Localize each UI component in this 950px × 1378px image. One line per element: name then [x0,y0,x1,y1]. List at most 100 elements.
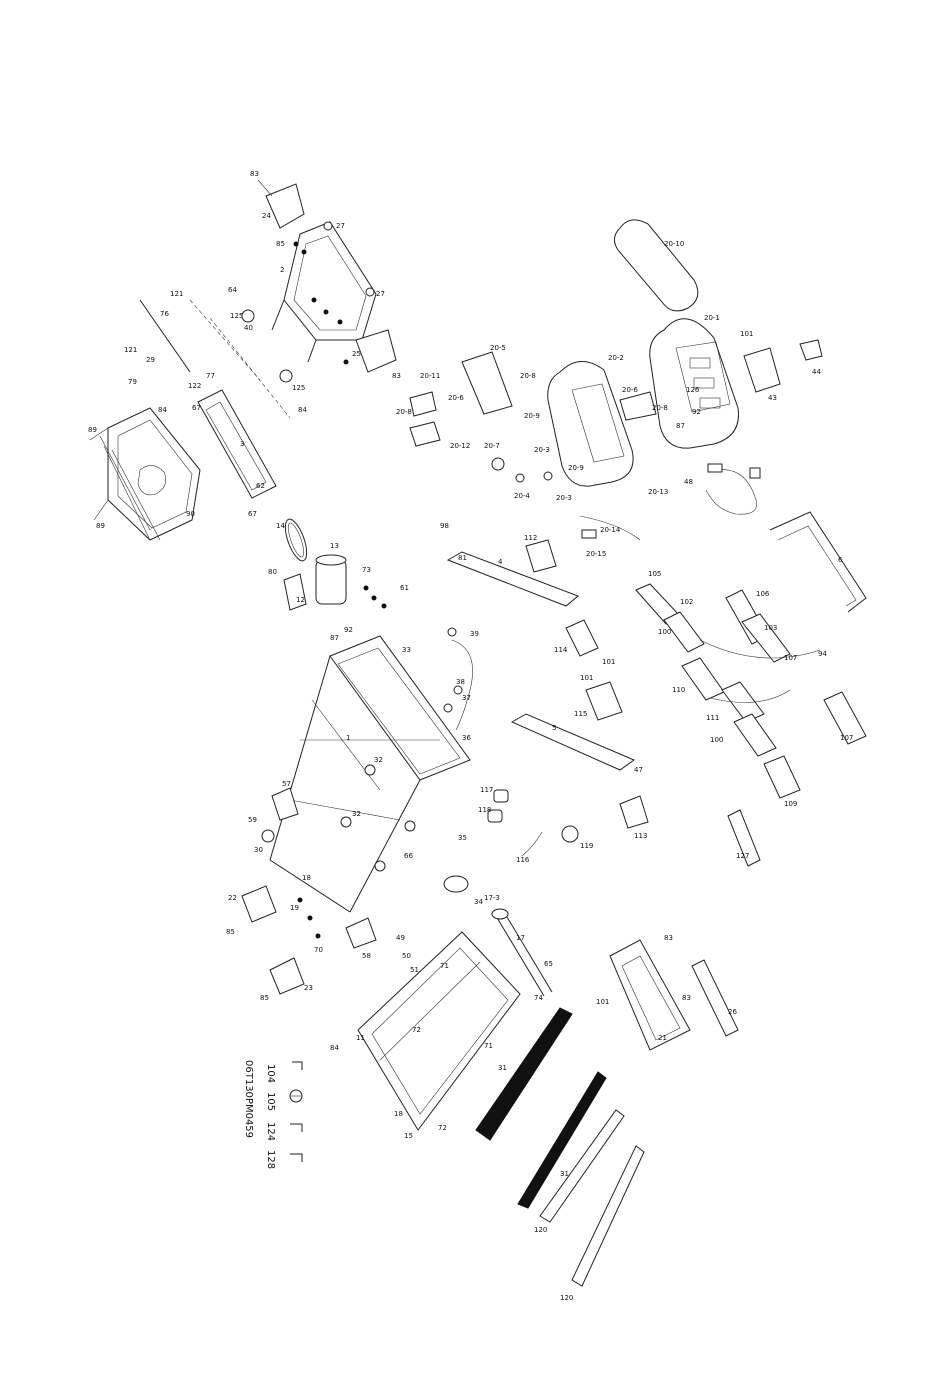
rear-roller-assembly: 121 121 29 76 79 84 64 125 40 125 84 77 … [124,286,409,642]
callout-125: 125 [230,312,243,320]
callout-4: 4 [498,558,503,566]
legend-item-105: 105 [265,1089,303,1111]
callout-122: 122 [188,382,201,390]
callout-23: 23 [304,984,313,992]
callout-80: 80 [268,568,277,576]
callout-77: 77 [206,372,215,380]
callout-18: 18 [302,874,311,882]
bent-key-icon [290,1153,303,1162]
callout-107b: 107 [840,734,853,742]
callout-20-6-right: 20-6 [622,386,638,394]
callout-92b: 92 [344,626,353,634]
callout-87: 87 [676,422,685,430]
callout-20-8-right: 20-8 [652,404,668,412]
callout-18b: 18 [394,1110,403,1118]
bushing-icon [289,1089,303,1103]
callout-59: 59 [248,816,257,824]
base-frame-assembly: 6 105 102 100 106 103 107 110 111 100 10… [635,511,867,867]
callout-115: 115 [574,710,587,718]
callout-20-14: 20-14 [600,526,621,534]
callout-61: 61 [400,584,409,592]
legend-item-104: 104 [265,1061,303,1083]
callout-30: 30 [254,846,263,854]
callout-90: 90 [186,510,195,518]
callout-49: 49 [396,934,405,942]
callout-48: 48 [684,478,693,486]
callout-76: 76 [160,310,169,318]
callout-71: 71 [440,962,449,970]
callout-1: 1 [346,734,350,742]
callout-103: 103 [764,624,777,632]
callout-13: 13 [330,542,339,550]
callout-101-console: 101 [740,330,753,338]
callout-120b: 120 [560,1294,573,1302]
callout-20-4: 20-4 [514,492,530,500]
hardware-legend: 06T130PM0459 104 105 124 128 [243,1060,303,1169]
callout-20-9: 20-9 [524,412,540,420]
callout-24: 24 [262,212,271,220]
callout-11: 11 [356,1034,365,1042]
front-cover-assembly: 83 83 21 26 101 [596,934,739,1051]
deck-assembly: 72 71 71 72 18 15 84 11 31 31 120 120 [330,931,645,1302]
callout-20-3b: 20-3 [556,494,572,502]
console-assembly: 20-10 20-1 101 43 44 20-2 20-8 20-9 20-9… [396,219,823,558]
callout-20-11: 20-11 [420,372,440,380]
front-roller-assembly: 22 85 23 85 58 49 50 51 17-3 17 74 65 35… [226,834,553,1002]
callout-33: 33 [402,646,411,654]
main-frame-assembly: 1 33 39 38 37 36 32 32 57 59 30 [248,627,479,913]
callout-34: 34 [474,898,483,906]
callout-72b: 72 [438,1124,447,1132]
legend-number-124: 124 [265,1122,276,1141]
callout-89b: 89 [96,522,105,530]
bent-key-icon [290,1123,303,1132]
callout-58: 58 [362,952,371,960]
callout-119: 119 [580,842,593,850]
callout-64: 64 [228,286,237,294]
callout-127: 127 [736,852,749,860]
callout-109: 109 [784,800,797,808]
callout-39: 39 [470,630,479,638]
callout-83-top: 83 [250,170,259,178]
callout-15: 15 [404,1132,413,1140]
callout-114: 114 [554,646,568,654]
callout-94: 94 [818,650,827,658]
callout-67b: 67 [248,510,257,518]
callout-26: 26 [728,1008,737,1016]
legend-number-104: 104 [265,1064,276,1083]
callout-40: 40 [244,324,253,332]
callout-22: 22 [228,894,237,902]
callout-14: 14 [276,522,285,530]
callout-20-5: 20-5 [490,344,506,352]
callout-83-cover-b: 83 [682,994,691,1002]
callout-35: 35 [458,834,467,842]
callout-20-15: 20-15 [586,550,606,558]
callout-29: 29 [146,356,155,364]
callout-25: 25 [352,350,361,358]
callout-20-7: 20-7 [484,442,500,450]
callout-118: 118 [478,806,491,814]
callout-89: 89 [88,426,97,434]
callout-20-13: 20-13 [648,488,668,496]
callout-20-3: 20-3 [534,446,550,454]
callout-100b: 100 [710,736,723,744]
callout-67: 67 [192,404,201,412]
callout-102: 102 [680,598,693,606]
callout-32: 32 [374,756,383,764]
upright-frame-assembly: 83 24 27 27 85 2 25 83 [250,170,401,380]
callout-2: 2 [280,266,284,274]
callout-27b: 27 [376,290,385,298]
callout-105: 105 [648,570,661,578]
callout-70: 70 [314,946,323,954]
callout-20-8: 20-8 [396,408,412,416]
callout-121-top: 121 [170,290,183,298]
callout-84-deck: 84 [330,1044,339,1052]
callout-3: 3 [240,440,244,448]
callout-73: 73 [362,566,371,574]
callout-100: 100 [658,628,671,636]
callout-112: 112 [524,534,537,542]
drawing-code: 06T130PM0459 [243,1060,254,1138]
callout-20-12: 20-12 [450,442,470,450]
callout-32b: 32 [352,810,361,818]
callout-101-b: 101 [602,658,615,666]
callout-20-9b: 20-9 [568,464,584,472]
